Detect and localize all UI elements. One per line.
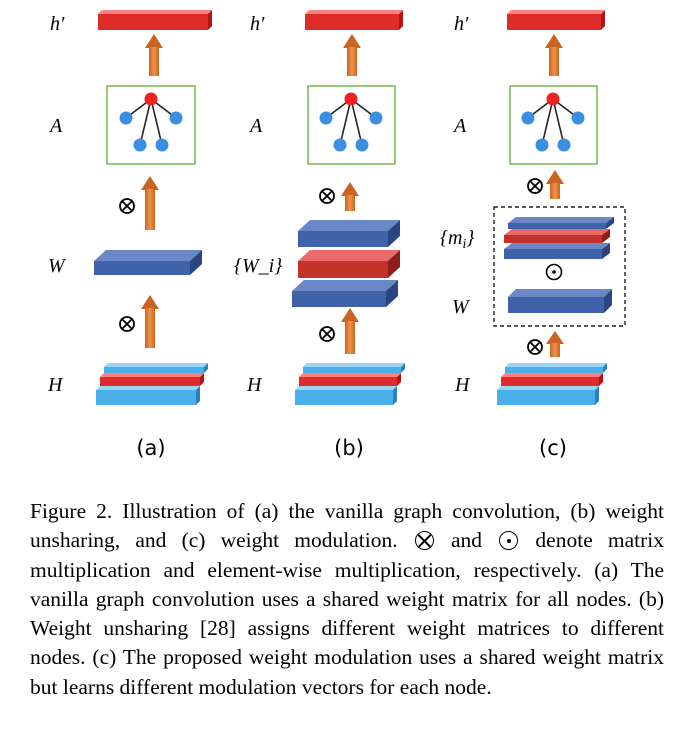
otimes-icon: [527, 178, 543, 194]
weight-bar: [508, 289, 612, 313]
weight-bar: [94, 250, 202, 275]
caption-part2: denote matrix multiplication and element…: [30, 528, 665, 699]
arrow-up: [546, 170, 564, 199]
label-adjacency: A: [452, 115, 467, 137]
input-stack: [295, 363, 405, 405]
otimes-icon: [527, 339, 543, 355]
label-output: h′: [250, 13, 265, 35]
arrow-up: [141, 295, 159, 348]
arrow-up: [341, 182, 359, 211]
subcaption: (c): [539, 436, 567, 460]
caption-and: and: [451, 528, 483, 553]
arrow-up: [145, 34, 163, 76]
label-weight: W: [452, 296, 471, 318]
arrow-up: [545, 34, 563, 76]
label-adjacency: A: [248, 115, 263, 137]
panel-a: h′ A W H: [47, 10, 212, 460]
label-input: H: [47, 374, 64, 396]
otimes-icon: [119, 198, 135, 214]
output-bar: [507, 10, 605, 30]
input-stack: [96, 363, 208, 405]
output-bar: [305, 10, 403, 30]
odot-icon: [499, 531, 519, 551]
graph-box: [106, 85, 196, 165]
label-weight: {W_i}: [234, 255, 282, 277]
graph-box: [307, 85, 396, 165]
input-stack: [497, 363, 607, 405]
arrow-up: [343, 34, 361, 76]
otimes-icon: [319, 188, 335, 204]
arrow-up: [141, 176, 159, 230]
otimes-icon: [319, 326, 335, 342]
subcaption: (b): [334, 436, 364, 460]
arrow-up: [546, 331, 564, 357]
modulation-box: [493, 206, 626, 327]
label-output: h′: [454, 13, 469, 35]
graph-box: [509, 85, 598, 165]
label-weight: W: [48, 255, 67, 277]
output-bar: [98, 10, 212, 30]
label-input: H: [454, 374, 471, 396]
panel-b: h′ A {W_i}: [234, 10, 405, 460]
otimes-icon: [119, 316, 135, 332]
graph-icon: [520, 91, 586, 153]
label-input: H: [246, 374, 263, 396]
odot-icon: [545, 263, 563, 281]
modulation-stack: [504, 217, 614, 259]
label-output: h′: [50, 13, 65, 35]
graph-icon: [118, 91, 184, 153]
caption-part1: Figure 2. Illustration of (a) the vanill…: [30, 499, 664, 553]
label-adjacency: A: [48, 115, 63, 137]
arrow-up: [341, 308, 359, 354]
weight-stack: [292, 220, 400, 307]
figure-caption: Figure 2. Illustration of (a) the vanill…: [30, 497, 664, 702]
figure-diagram: h′ A W H: [47, 10, 626, 460]
otimes-icon: [414, 531, 434, 551]
graph-icon: [318, 91, 384, 153]
label-modulation: {mi}: [440, 227, 474, 252]
panel-c: h′ A {mi}: [440, 10, 626, 460]
subcaption: (a): [136, 436, 165, 460]
